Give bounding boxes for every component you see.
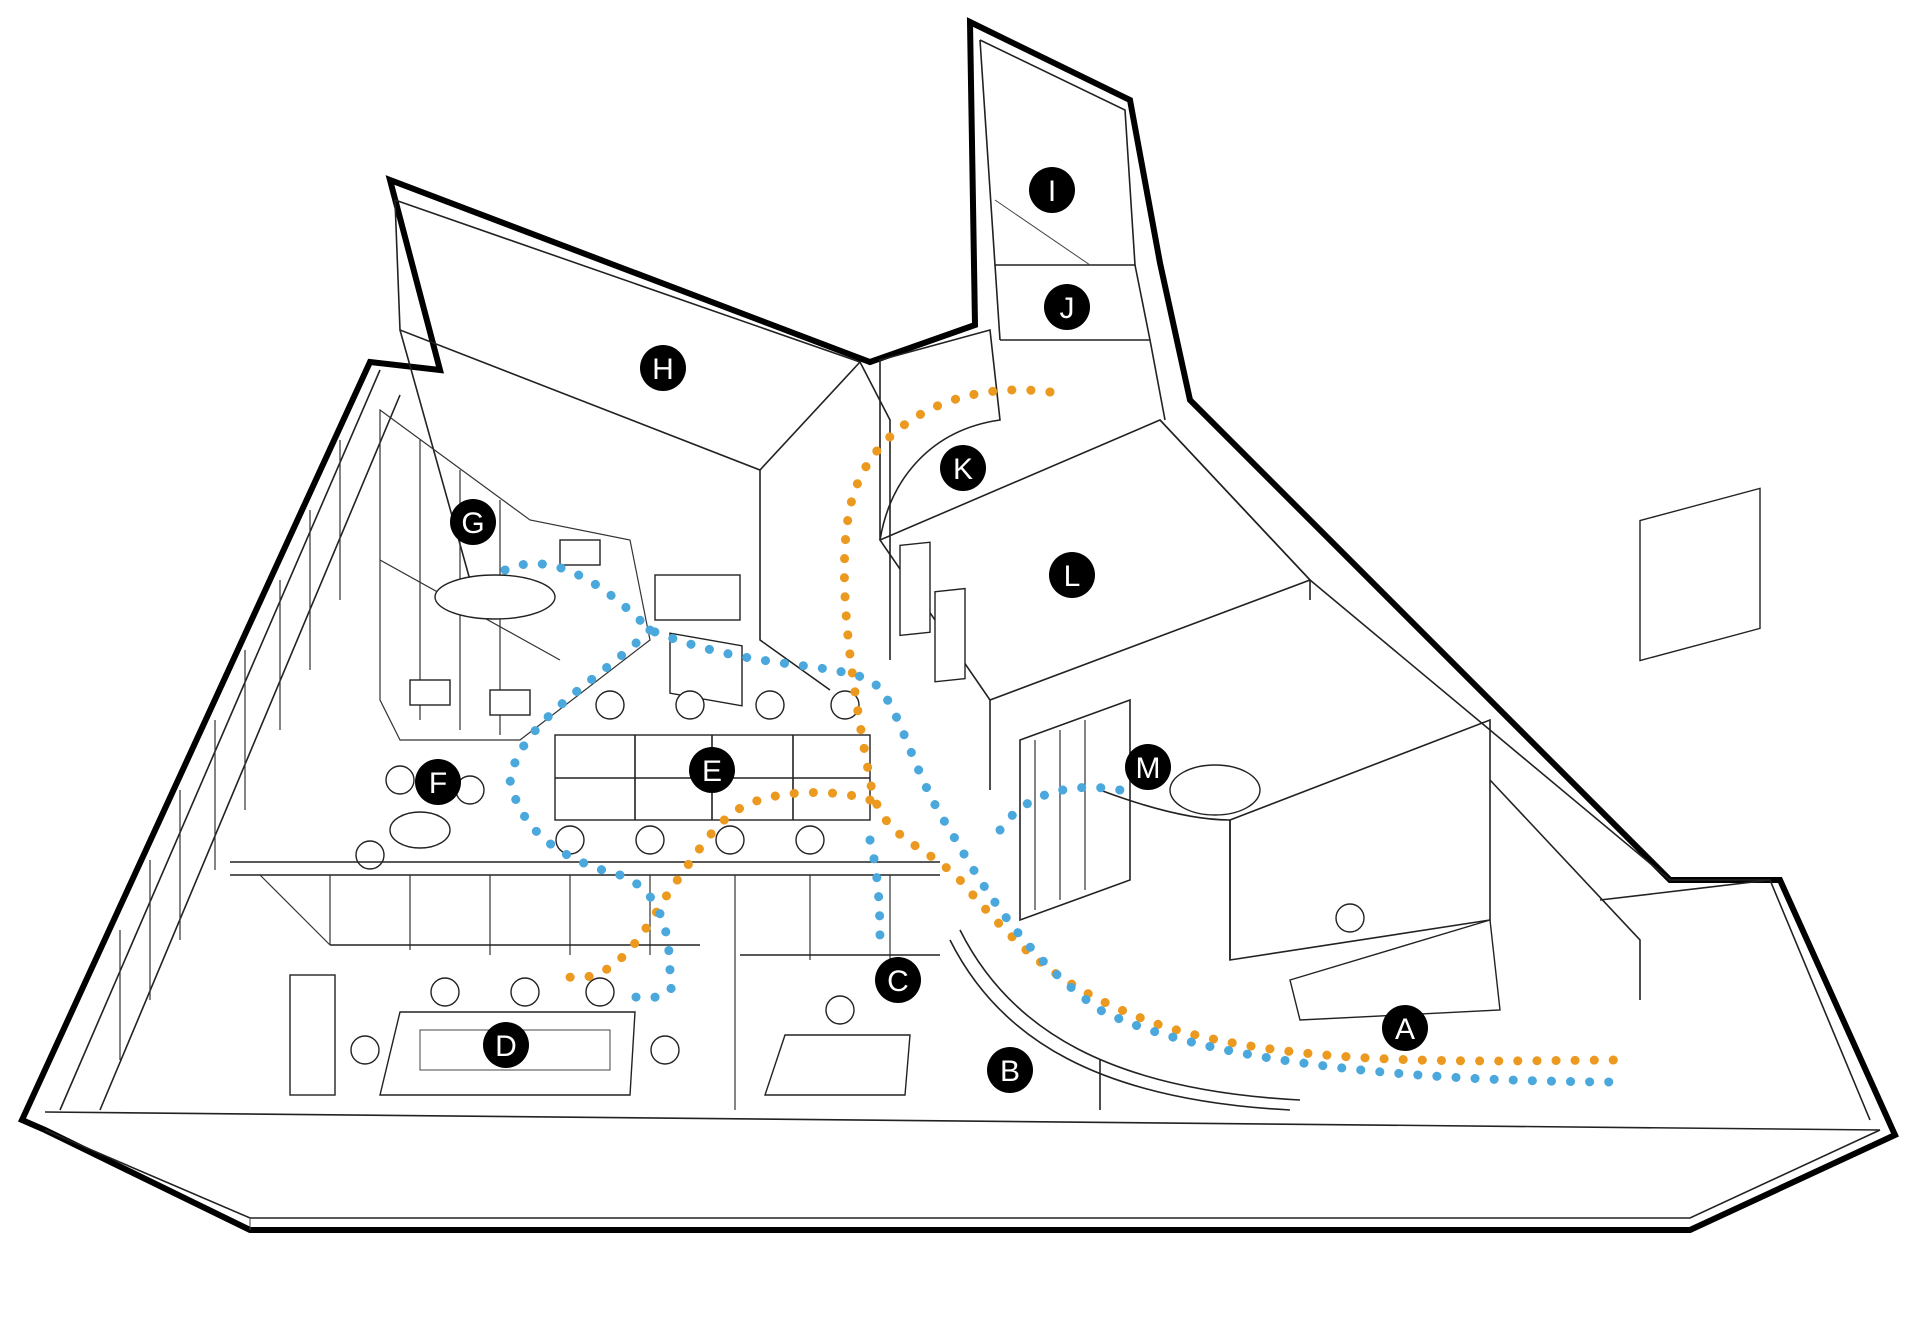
marker-a: A [1382, 1005, 1428, 1051]
route-orange [555, 385, 1630, 1066]
marker-e-label: E [702, 755, 722, 788]
room-k-l [878, 328, 1312, 790]
marker-b: B [987, 1047, 1033, 1093]
marker-c-label: C [887, 965, 909, 998]
marker-f-label: F [429, 767, 447, 800]
marker-i: I [1029, 167, 1075, 213]
corridor-b [949, 929, 1301, 1111]
glass-partition-row [230, 861, 940, 1110]
marker-a-label: A [1395, 1013, 1415, 1046]
marker-f: F [415, 759, 461, 805]
blue-route-path [500, 559, 1630, 1087]
marker-g-label: G [461, 507, 484, 540]
marker-b-label: B [1000, 1055, 1020, 1088]
marker-h: H [640, 345, 686, 391]
left-window-wall [59, 369, 401, 1111]
marker-k: K [940, 445, 986, 491]
marker-m: M [1125, 744, 1171, 790]
right-wing [1309, 487, 1871, 1121]
marker-g: G [450, 499, 496, 545]
marker-d-label: D [495, 1030, 517, 1063]
room-h-walls [394, 199, 891, 707]
marker-e: E [689, 747, 735, 793]
marker-h-label: H [652, 353, 674, 386]
orange-route-path [555, 385, 1630, 1066]
marker-i-label: I [1048, 175, 1056, 208]
room-c [740, 954, 940, 1096]
marker-c: C [875, 957, 921, 1003]
marker-l: L [1049, 552, 1095, 598]
rooms-i-j [979, 39, 1166, 421]
marker-j-label: J [1060, 292, 1075, 325]
marker-l-label: L [1064, 560, 1081, 593]
marker-d: D [483, 1022, 529, 1068]
marker-k-label: K [953, 453, 973, 486]
room-m-reception [1019, 698, 1501, 1021]
marker-m-label: M [1136, 752, 1161, 785]
marker-j: J [1044, 284, 1090, 330]
route-blue [500, 559, 1630, 1087]
floor-slab [44, 1111, 1881, 1230]
